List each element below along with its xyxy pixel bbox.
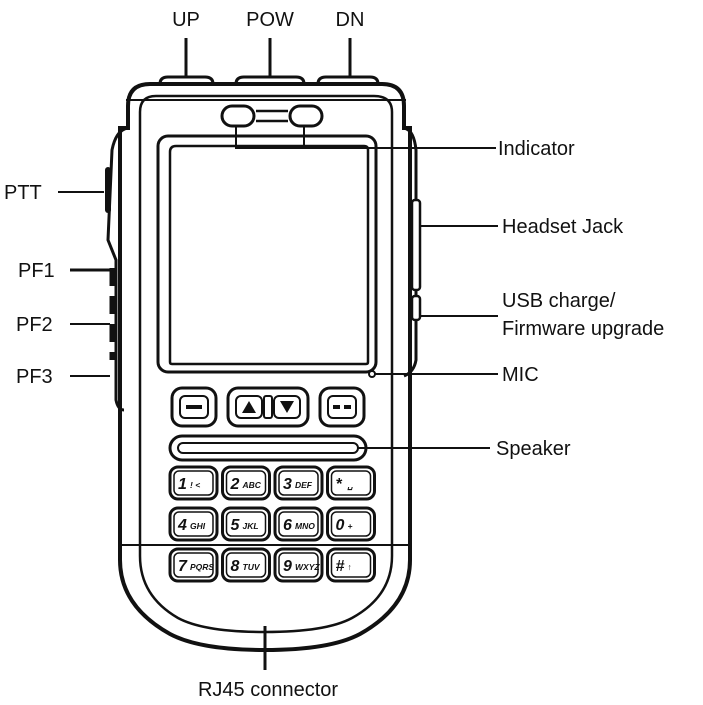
keypad-key-face xyxy=(330,552,372,578)
down-arrow-icon xyxy=(280,401,294,413)
right-soft-key-face xyxy=(327,395,357,419)
label-usb-line1: USB charge/ xyxy=(502,290,616,312)
arrow-key-divider xyxy=(263,395,273,419)
mic-hole xyxy=(368,370,376,378)
keypad-key-number: # xyxy=(336,558,345,575)
keypad-key-number: 1 xyxy=(178,476,187,493)
keypad-key-outline xyxy=(326,547,376,583)
label-pow: POW xyxy=(246,9,294,31)
up-arrow-icon xyxy=(242,401,256,413)
keypad-key-letters: ↑ xyxy=(348,562,352,572)
keypad-key: *␣ xyxy=(326,465,376,501)
keypad-key-outline xyxy=(168,506,219,542)
keypad-key-letters: JKL xyxy=(243,521,259,531)
keypad-key-outline xyxy=(273,465,324,501)
keypad-key: 0+ xyxy=(326,506,376,542)
label-pf3: PF3 xyxy=(16,366,53,388)
indicator-left xyxy=(220,104,256,128)
label-ptt: PTT xyxy=(4,182,42,204)
keypad-key-face xyxy=(173,511,214,537)
keypad-key-face xyxy=(173,470,214,496)
keypad-key-number: * xyxy=(336,476,343,493)
speaker-slot xyxy=(177,442,359,454)
keypad-key-letters: ␣ xyxy=(347,480,354,491)
keypad-key-outline xyxy=(221,547,271,583)
indicator-right xyxy=(288,104,324,128)
indicator-leader xyxy=(235,126,496,149)
label-up: UP xyxy=(172,9,200,31)
keypad-key-letters: DEF xyxy=(295,480,313,490)
keypad-key-outline xyxy=(273,547,324,583)
keypad-key-number: 0 xyxy=(336,517,345,534)
keypad-key: #↑ xyxy=(326,547,376,583)
keypad-key-face xyxy=(225,511,267,537)
label-indicator: Indicator xyxy=(498,138,575,160)
function-buttons xyxy=(170,386,366,428)
label-headset-jack: Headset Jack xyxy=(502,216,624,238)
label-usb-line2: Firmware upgrade xyxy=(502,318,664,340)
label-pf2: PF2 xyxy=(16,314,53,336)
keypad-key-number: 6 xyxy=(283,517,292,534)
keypad-key-face xyxy=(225,470,267,496)
keypad-key-outline xyxy=(326,506,376,542)
keypad-key-letters: WXYZ xyxy=(295,562,320,572)
keypad-key-letters: MNO xyxy=(295,521,315,531)
keypad-key-number: 8 xyxy=(231,558,240,575)
keypad-key-outline xyxy=(221,506,271,542)
keypad-key-number: 7 xyxy=(178,558,188,575)
usb-port-cover xyxy=(410,294,422,322)
keypad-key-face xyxy=(278,511,319,537)
label-speaker: Speaker xyxy=(496,438,571,460)
display-bezel xyxy=(156,134,378,374)
keypad-key-outline xyxy=(168,547,219,583)
keypad-key-letters: GHI xyxy=(190,521,206,531)
keypad-key-face xyxy=(330,470,372,496)
label-rj45: RJ45 connector xyxy=(198,679,338,701)
left-side-grip xyxy=(106,126,129,412)
keypad-key-outline xyxy=(168,465,219,501)
keypad-key: 1! < xyxy=(168,465,219,501)
indicator-cluster xyxy=(220,104,324,128)
keypad-key-letters: ! < xyxy=(190,480,200,490)
keypad-key-number: 4 xyxy=(177,517,187,534)
keypad-key-number: 5 xyxy=(231,517,241,534)
keypad-key-outline xyxy=(326,465,376,501)
keypad-key-face xyxy=(173,552,214,578)
label-pf1: PF1 xyxy=(18,260,55,282)
keypad-key-face xyxy=(278,552,319,578)
keypad-key-face xyxy=(278,470,319,496)
keypad-key-outline xyxy=(221,465,271,501)
leader-lines xyxy=(58,38,498,670)
label-dn: DN xyxy=(336,9,365,31)
keypad-key-letters: PQRS xyxy=(190,562,214,572)
keypad-key-number: 9 xyxy=(283,558,292,575)
keypad-key-letters: TUV xyxy=(243,562,261,572)
headset-jack-cover xyxy=(410,198,422,292)
keypad-key-letters: ABC xyxy=(242,480,262,490)
keypad-key-outline xyxy=(273,506,324,542)
callout-labels: UP POW DN Indicator PTT PF1 PF2 PF3 Head… xyxy=(4,9,664,701)
keypad-key-face xyxy=(225,552,267,578)
front-panel xyxy=(138,94,394,634)
keypad-key-number: 2 xyxy=(230,476,240,493)
keypad-key-face xyxy=(330,511,372,537)
speaker-grille xyxy=(168,434,368,462)
keypad-key-number: 3 xyxy=(283,476,292,493)
keypad-key-letters: + xyxy=(348,521,353,531)
label-mic: MIC xyxy=(502,364,539,386)
